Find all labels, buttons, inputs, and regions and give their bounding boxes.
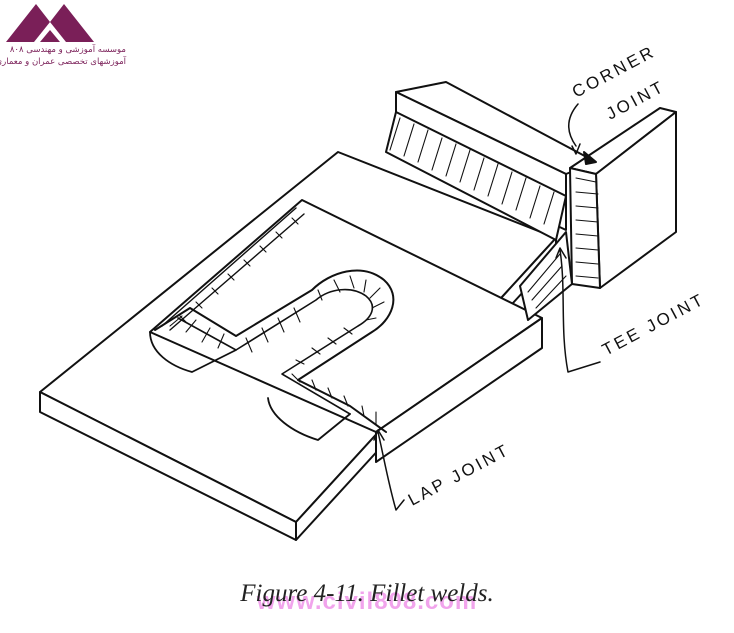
tee-joint-label: TEE JOINT: [599, 289, 708, 359]
lap-joint-label: LAP JOINT: [405, 440, 513, 510]
corner-block: [569, 107, 677, 289]
logo-mark-icon: [6, 4, 94, 42]
tee-leader: [559, 249, 601, 373]
tee-foot: [519, 231, 573, 321]
figure-caption: Figure 4-11. Fillet welds.: [240, 580, 494, 607]
corner-leader: [568, 103, 579, 147]
logo-text-line2: آموزشهای تخصصی عمران و معماری: [0, 57, 126, 67]
tee-plate: [385, 81, 597, 241]
upper-plate: [149, 199, 543, 463]
lap-leader: [377, 431, 405, 511]
watermark: www.civil808.com: [256, 588, 478, 615]
logo-text-line1: موسسه آموزشی و مهندسی ۸۰۸: [9, 45, 126, 55]
institute-logo: موسسه آموزشی و مهندسی ۸۰۸ آموزشهای تخصصی…: [0, 0, 130, 70]
